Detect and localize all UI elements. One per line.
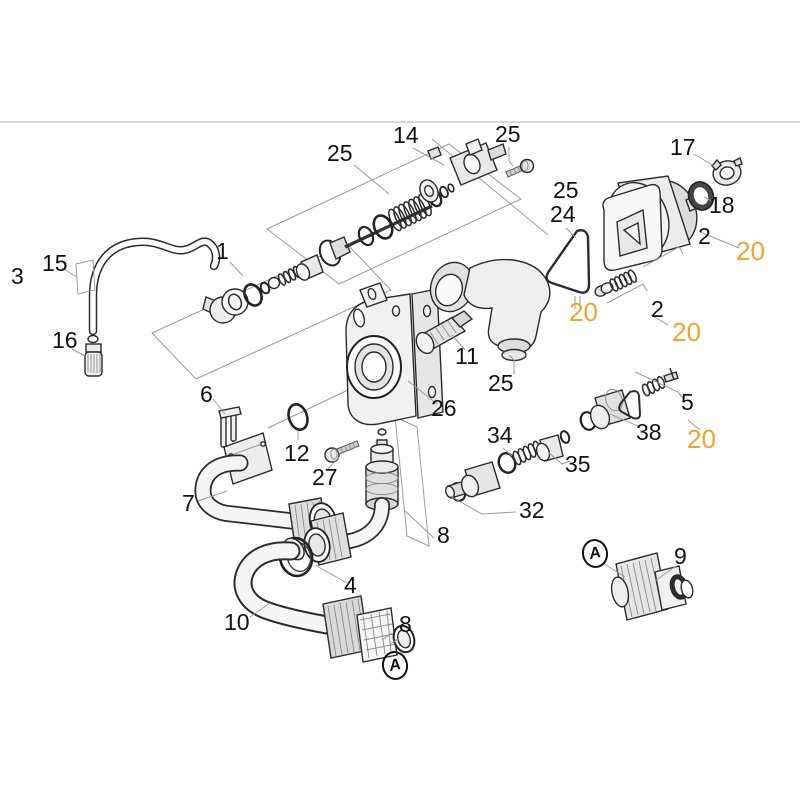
seal-ring-18 <box>687 181 715 211</box>
part-label-25-6: 25 <box>495 121 521 147</box>
part-label-16-2: 16 <box>52 327 78 353</box>
part-label-35-27: 35 <box>565 451 591 477</box>
filter-16 <box>84 334 103 377</box>
part-label-4-30: 4 <box>344 572 357 598</box>
part-label-25-7: 25 <box>553 177 579 203</box>
part-label-11-16: 11 <box>455 343 479 369</box>
part-label-7-22: 7 <box>182 490 195 516</box>
hose-adapter-9 <box>610 552 694 621</box>
part-label-1-3: 1 <box>216 238 229 264</box>
part-label-24-8: 24 <box>550 201 576 227</box>
view-marker-A: A <box>379 648 411 683</box>
valve-kit-5 <box>579 367 679 431</box>
hose-clip <box>75 259 96 295</box>
part-label-34-23: 34 <box>487 422 513 448</box>
part-label-20-14: 20 <box>569 297 598 327</box>
part-label-32-28: 32 <box>519 497 545 523</box>
part-label-25-4: 25 <box>327 140 353 166</box>
view-marker-A: A <box>579 536 611 571</box>
cap-17 <box>711 157 743 186</box>
part-label-17-9: 17 <box>670 134 696 160</box>
valve-kit-32 <box>445 430 571 502</box>
part-label-2-11: 2 <box>698 223 711 249</box>
piston-valve-assembly <box>202 183 455 324</box>
head-valve-spring <box>594 269 638 297</box>
part-label-26-18: 26 <box>431 395 457 421</box>
piston-spring <box>388 193 432 232</box>
part-label-5-24: 5 <box>681 389 694 415</box>
part-label-2-13: 2 <box>651 296 664 322</box>
part-label-15-1: 15 <box>42 250 68 276</box>
outlet-pipe-elbow-4 <box>278 497 390 578</box>
assembly-boxes <box>151 138 549 547</box>
gasket-38 <box>618 390 642 420</box>
inlet-filter-screen <box>356 607 398 663</box>
intake-pipe-elbow-10 <box>233 537 416 663</box>
part-label-8-32: 8 <box>399 611 412 637</box>
part-label-6-19: 6 <box>200 381 213 407</box>
leader-lines <box>61 147 740 646</box>
part-label-25-17: 25 <box>488 370 514 396</box>
part-label-20-15: 20 <box>672 317 701 347</box>
part-label-3-0: 3 <box>11 263 24 289</box>
head-gasket-triangle <box>545 229 591 309</box>
screw-27 <box>324 440 360 463</box>
o-ring-12 <box>287 403 309 431</box>
part-label-12-20: 12 <box>284 440 310 466</box>
drive-cam-assembly <box>419 138 535 203</box>
part-label-10-31: 10 <box>224 609 250 635</box>
part-label-9-33: 9 <box>674 543 687 569</box>
suction-hose <box>75 237 221 377</box>
cylinder-head <box>602 157 743 272</box>
part-label-18-10: 18 <box>709 192 735 218</box>
part-label-38-25: 38 <box>636 419 662 445</box>
screw-25 <box>505 158 535 178</box>
part-label-27-21: 27 <box>312 464 338 490</box>
part-label-8-29: 8 <box>437 522 450 548</box>
part-label-20-26: 20 <box>687 424 716 454</box>
part-label-14-5: 14 <box>393 122 419 148</box>
part-label-20-12: 20 <box>736 236 765 266</box>
